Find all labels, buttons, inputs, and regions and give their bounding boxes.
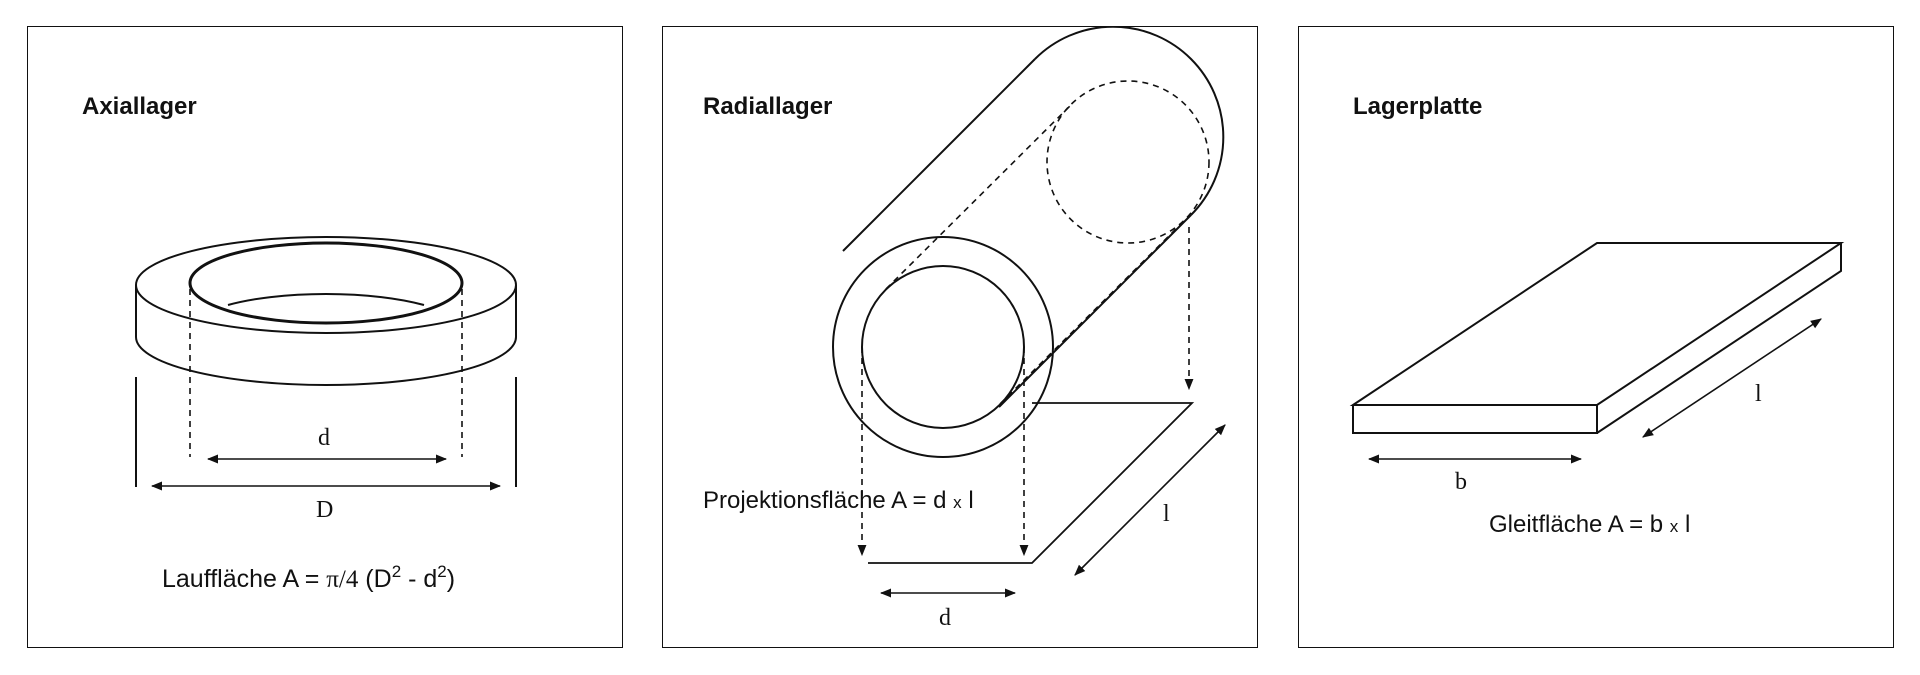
label-diameter: d xyxy=(939,605,951,631)
formula-projektionsflaeche: Projektionsfläche A = d x l xyxy=(703,487,974,514)
formula-gleitflaeche: Gleitfläche A = b x l xyxy=(1489,511,1691,538)
plate-top-face xyxy=(1349,242,1845,406)
panel-title: Axiallager xyxy=(82,93,197,120)
label-outer-diameter: D xyxy=(316,497,334,523)
label-length: l xyxy=(1755,381,1762,407)
panel-title: Radiallager xyxy=(703,93,833,120)
front-inner-circle xyxy=(861,265,1025,429)
dimension-l xyxy=(1074,424,1226,576)
bearing-plate-drawing xyxy=(1349,242,1845,464)
ring-outer-top xyxy=(135,236,517,286)
ring-outer-bottom xyxy=(135,336,517,386)
plate-front-face xyxy=(1352,405,1598,434)
radial-bearing-drawing xyxy=(832,27,1226,598)
dimension-l xyxy=(1642,318,1822,438)
formula-laufflaeche: Lauffläche A = π/4 (D2 - d2) xyxy=(162,562,456,593)
ring-inner-top xyxy=(188,241,464,325)
projection-area xyxy=(868,402,1195,564)
hidden-back-circle xyxy=(1046,80,1210,244)
panel-title: Lagerplatte xyxy=(1353,93,1483,120)
axiallager-panel: Axiallager d D Lauffläche A = π/4 (D2 - … xyxy=(27,26,623,648)
label-length: l xyxy=(1163,501,1170,527)
axial-bearing-drawing xyxy=(135,236,517,491)
lagerplatte-panel: Lagerplatte b l Gleitfläche A = b x l xyxy=(1298,26,1894,648)
label-inner-diameter: d xyxy=(318,425,330,451)
radiallager-panel: Radiallager Projektionsfläche A = d x l … xyxy=(662,26,1258,648)
label-width: b xyxy=(1455,469,1467,495)
front-outer-circle xyxy=(832,236,1054,458)
